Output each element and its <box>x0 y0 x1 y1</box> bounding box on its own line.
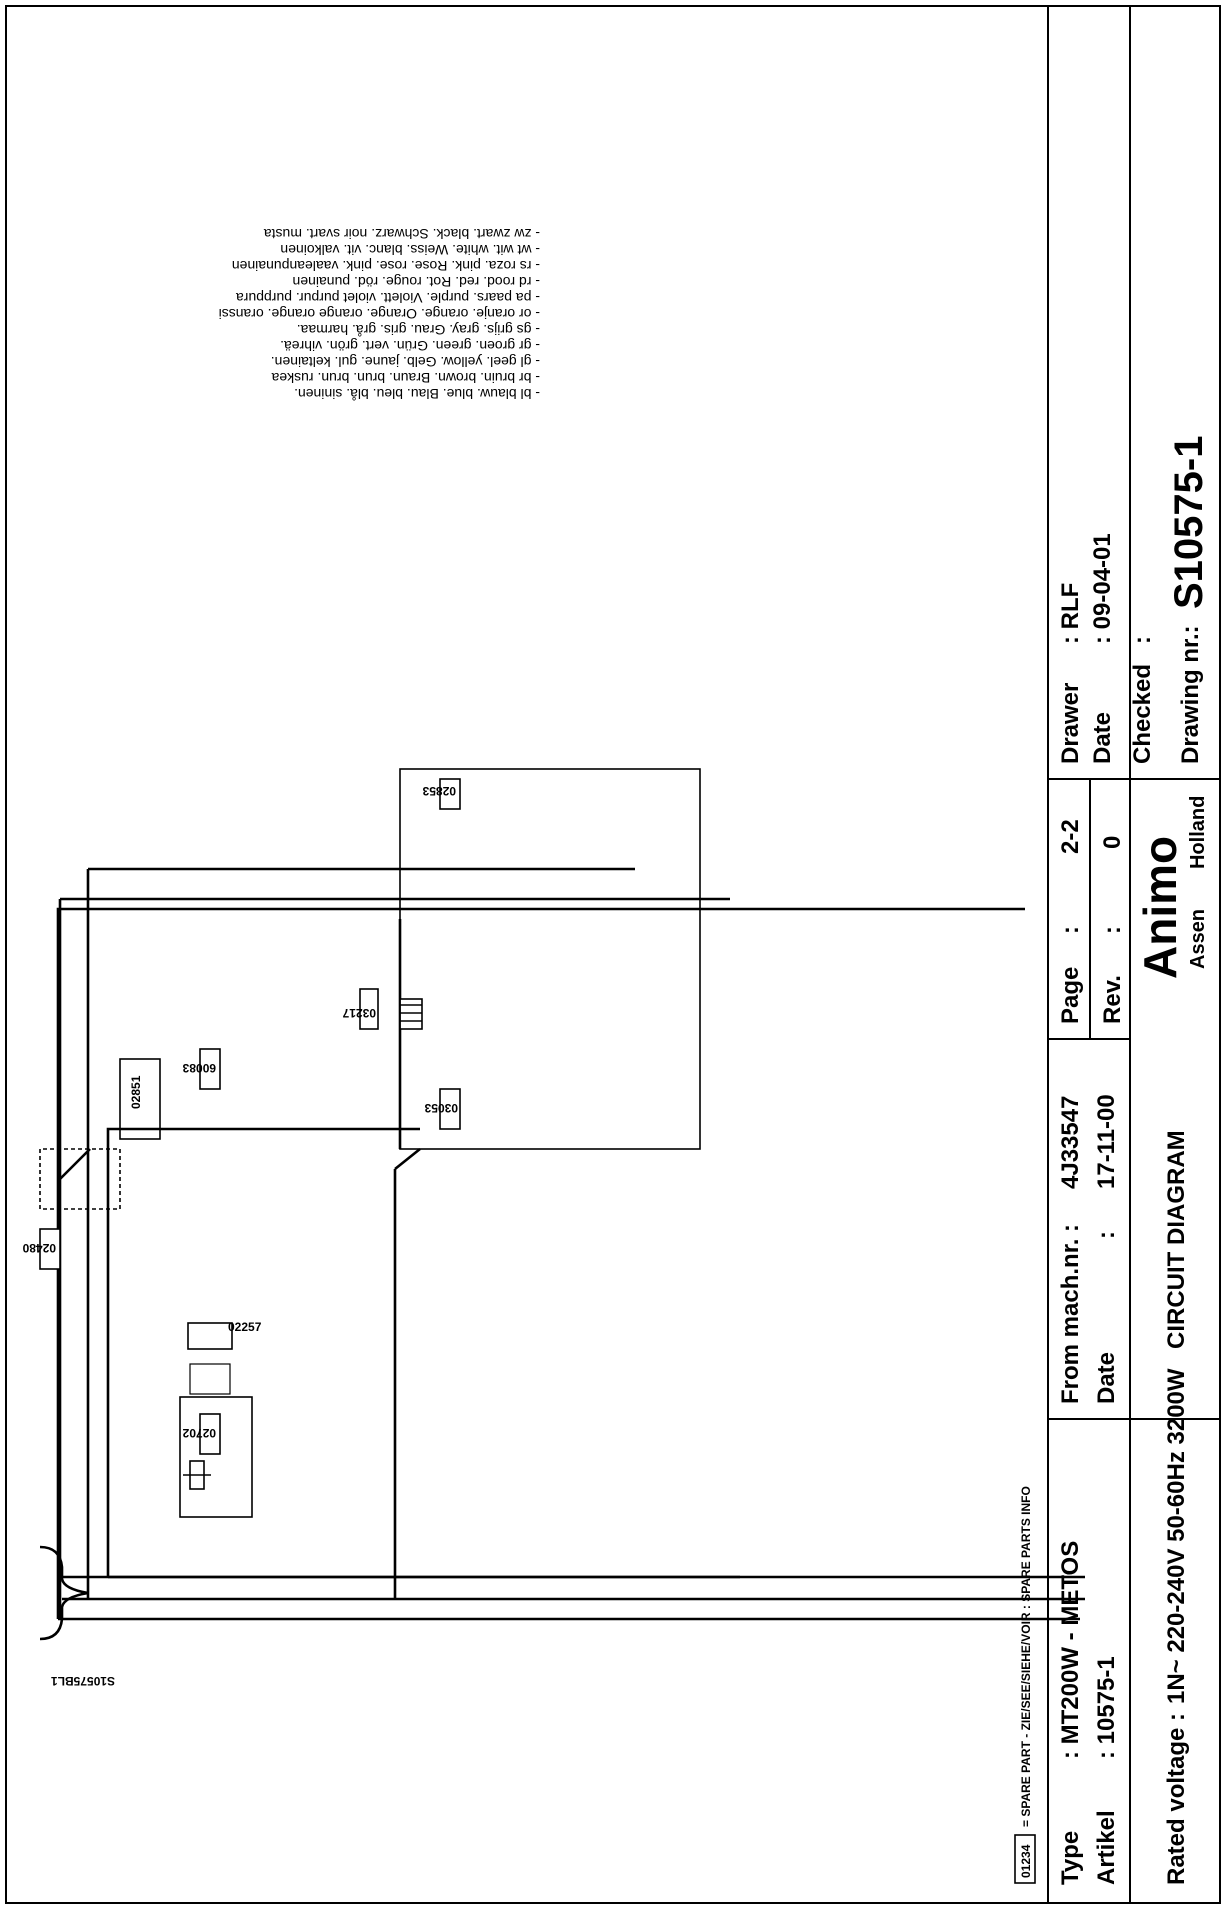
pcb-code: 02853 <box>422 784 456 798</box>
component-wires <box>60 867 740 1579</box>
date2-label: Date <box>1089 712 1116 764</box>
wire-runs <box>56 907 1025 1619</box>
company-country: Holland <box>1187 796 1209 869</box>
from-mach-label: From mach.nr. : <box>1057 1224 1084 1404</box>
switch-code: 02480 <box>22 1241 56 1255</box>
spare-part-code: 01234 <box>1019 1844 1033 1878</box>
led-block: 02851 <box>119 1058 161 1140</box>
wiring <box>58 1575 1085 1621</box>
type-value: : MT200W - METOS <box>1057 1541 1084 1759</box>
rev-sep: : <box>1099 926 1126 934</box>
from-mach-value: 4J33547 <box>1057 1096 1084 1189</box>
heater-code: 60083 <box>182 1061 216 1075</box>
page-sep: : <box>1057 926 1084 934</box>
legend-line: - gs grijs. gray. Grau. gris. grå. harma… <box>297 322 540 338</box>
spare-part-note-text: = SPARE PART - ZIE/SEE/SIEHE/VOIR : SPAR… <box>1019 1486 1033 1827</box>
type-label: Type <box>1057 1831 1084 1885</box>
page-value: 2-2 <box>1057 819 1084 854</box>
fuse-component: 02702 02257 <box>179 1320 262 1518</box>
heater-component: 60083 <box>106 1048 420 1349</box>
pcb-block: 02853 <box>399 768 701 1150</box>
checked-value: : <box>1129 636 1156 644</box>
diagram-title: CIRCUIT DIAGRAM <box>1163 1130 1190 1349</box>
drawing-nr-label: Drawing nr.: <box>1177 625 1204 764</box>
drawing-nr-value: S10575-1 <box>1167 436 1211 609</box>
company-city: Assen <box>1187 909 1209 969</box>
switch-component: 02480 <box>22 1148 121 1270</box>
led-code: 02851 <box>129 1075 143 1109</box>
rated-voltage-value: 1N~ 220-240V 50-60Hz 3200W <box>1163 1368 1190 1704</box>
legend-line: - wt wit. white. Weiss. blanc. vit. valk… <box>280 242 540 258</box>
date2-value: : 09-04-01 <box>1089 533 1116 644</box>
legend-line: - pa paars. purple. Violett. violet purp… <box>236 290 540 306</box>
date1-label: Date <box>1093 1352 1120 1404</box>
legend-line: - br bruin. brown. Braun. brun. brun. ru… <box>271 370 540 386</box>
artikel-value: : 10575-1 <box>1093 1656 1120 1759</box>
connector-brace <box>39 1545 89 1641</box>
date1-sep: : <box>1093 1231 1120 1239</box>
spare-part-note: 01234 = SPARE PART - ZIE/SEE/SIEHE/VOIR … <box>1014 1486 1036 1884</box>
drawing-frame <box>5 5 1221 1904</box>
wire-legend: - bl blauw. blue. Blau. bleu. blå. sinin… <box>219 226 540 402</box>
legend-line: - gl geel. yellow. Gelb. jaune. gul. kel… <box>271 354 540 370</box>
legend-line: - rd rood. red. Rot. rouge. röd. punaine… <box>293 274 540 290</box>
legend-line: - gr groen. green. Grün. vert. grön. vih… <box>280 338 540 354</box>
legend-line: - or oranje. orange. Orange. orange oran… <box>219 306 540 322</box>
fuse-code: 02702 <box>182 1426 216 1440</box>
title-block-texts: Type : MT200W - METOS Artikel : 10575-1 … <box>1057 436 1211 1885</box>
rev-value: 0 <box>1099 836 1126 849</box>
date1-value: 17-11-00 <box>1093 1094 1120 1189</box>
drawer-value: : RLF <box>1057 583 1084 644</box>
legend-line: - bl blauw. blue. Blau. bleu. blå. sinin… <box>294 386 540 402</box>
rated-voltage-label: Rated voltage : <box>1163 1713 1190 1885</box>
pressure-switch-component: 03053 03217 <box>342 919 461 1599</box>
company-logo: Animo <box>1134 836 1186 979</box>
checked-label: Checked <box>1129 664 1156 764</box>
drawer-label: Drawer <box>1057 683 1084 764</box>
title-block <box>1047 6 1220 1903</box>
legend-line: - rs roza. pink. Rose. rose. pink. vaale… <box>232 258 540 274</box>
page-label: Page <box>1057 967 1084 1024</box>
pressure-switch-code: 03053 <box>424 1101 458 1115</box>
bus-lines <box>58 869 110 1619</box>
artikel-label: Artikel <box>1093 1810 1120 1885</box>
fuse-ref-code: 02257 <box>228 1320 262 1334</box>
legend-line: - zw zwart. black. Schwarz. noir svart. … <box>264 226 540 242</box>
resistor-code: 03217 <box>342 1006 376 1020</box>
rev-label: Rev. <box>1099 975 1126 1024</box>
connector-label: S10575BL1 <box>51 1674 115 1688</box>
